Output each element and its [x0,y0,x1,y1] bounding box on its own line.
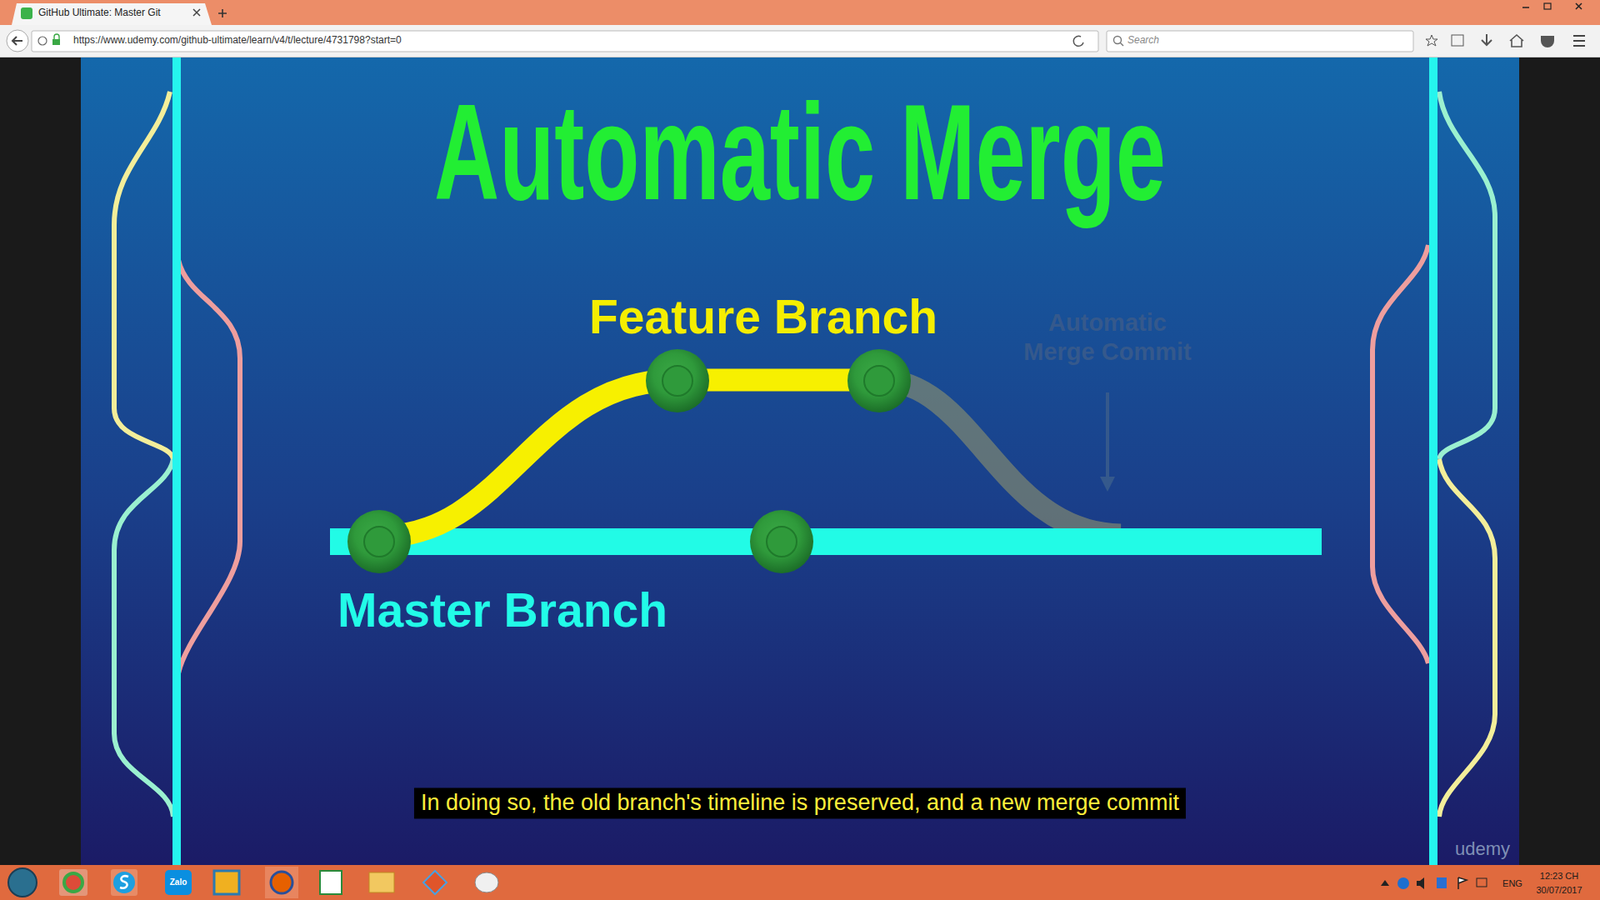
video-subtitle: In doing so, the old branch's timeline i… [414,787,1186,819]
search-icon-handle [1120,42,1124,46]
slide-background [80,57,1520,865]
decor-bar [172,57,181,865]
toolbar-border [0,56,1600,58]
callout-arrow [1105,392,1110,480]
pocket-icon [1540,35,1555,48]
tab-title: GitHub Ultimate: Master Git [38,7,161,20]
watermark: udemy [1455,838,1510,860]
taskbar-icon [214,870,240,895]
menu-icon [1573,35,1585,46]
feature-branch-line [379,380,880,537]
browser-tab [11,3,212,25]
decor-line [1439,459,1495,817]
toolbar [0,25,1600,58]
library-icon [1451,35,1464,46]
decor-line [178,260,240,674]
tray-icon [1397,877,1410,890]
zalo-icon [165,870,192,895]
commit-dot-core [766,526,797,557]
faded-callout: Automatic Merge Commit [1020,308,1195,367]
tab-close-icon [193,9,200,16]
close-window-icon [1575,3,1582,10]
decor-line [114,459,174,817]
right-decoration [1372,57,1495,865]
address-field [31,30,1099,52]
callout-arrowhead [1100,476,1115,492]
commit-dot [645,349,710,413]
back-arrow [12,36,23,45]
search-placeholder: Search [1127,35,1160,47]
taskbar [0,865,1600,900]
commit-dot-core [364,526,395,557]
left-decoration [114,57,240,865]
commit-dot-core [662,365,693,396]
flag-icon [1458,877,1467,890]
info-icon [38,36,47,45]
home-icon [1510,35,1524,47]
bookmark-icon [1425,35,1438,46]
volume-icon [1416,877,1425,890]
tab-favicon [20,7,33,20]
taskbar-icon [320,870,342,895]
decor-line [1439,91,1495,460]
tray-icon [1436,877,1447,889]
slide-title: Automatic Merge [434,84,1166,221]
icon-label: Zalo [170,877,188,888]
new-tab-icon [218,9,227,18]
search-field [1106,30,1414,52]
lock-icon [52,39,60,45]
taskbar-icon [423,870,447,895]
commit-dot-core [864,365,895,396]
clock-time: 12:23 CH [1540,870,1579,882]
skype-icon-mark [120,875,129,888]
paint-icon [475,872,499,893]
decor-line [1372,245,1429,664]
title-bar [0,0,1600,25]
taskbar-icon [110,869,138,896]
chrome-icon [64,873,83,892]
decor-line [114,91,174,460]
reload-icon [1073,35,1084,46]
minimize-icon [1522,6,1530,9]
restore-icon [1544,3,1551,10]
tray-arrow [1380,880,1390,886]
commit-dot [347,510,411,574]
firefox-icon [270,871,293,894]
merge-path [879,380,1121,535]
back-button [6,30,29,52]
active-task [265,866,299,899]
skype-icon [113,871,135,894]
input-language: ENG [1502,878,1523,890]
explorer-icon [369,872,395,893]
commit-dot [847,349,911,413]
branch-label: Master Branch [337,583,668,639]
network-icon [1476,878,1487,887]
commit-dots [347,349,911,574]
taskbar-icon [59,869,88,896]
address-url: https://www.udemy.com/github-ultimate/le… [73,35,402,47]
video-background [0,57,1600,865]
download-icon [1481,34,1492,45]
master-branch-line [330,528,1322,555]
decor-bar [1429,57,1438,865]
lock-shackle [54,34,60,40]
clock-date: 30/07/2017 [1535,885,1582,896]
branch-label: Feature Branch [589,290,938,345]
commit-dot [750,510,814,574]
start-button [8,868,37,897]
